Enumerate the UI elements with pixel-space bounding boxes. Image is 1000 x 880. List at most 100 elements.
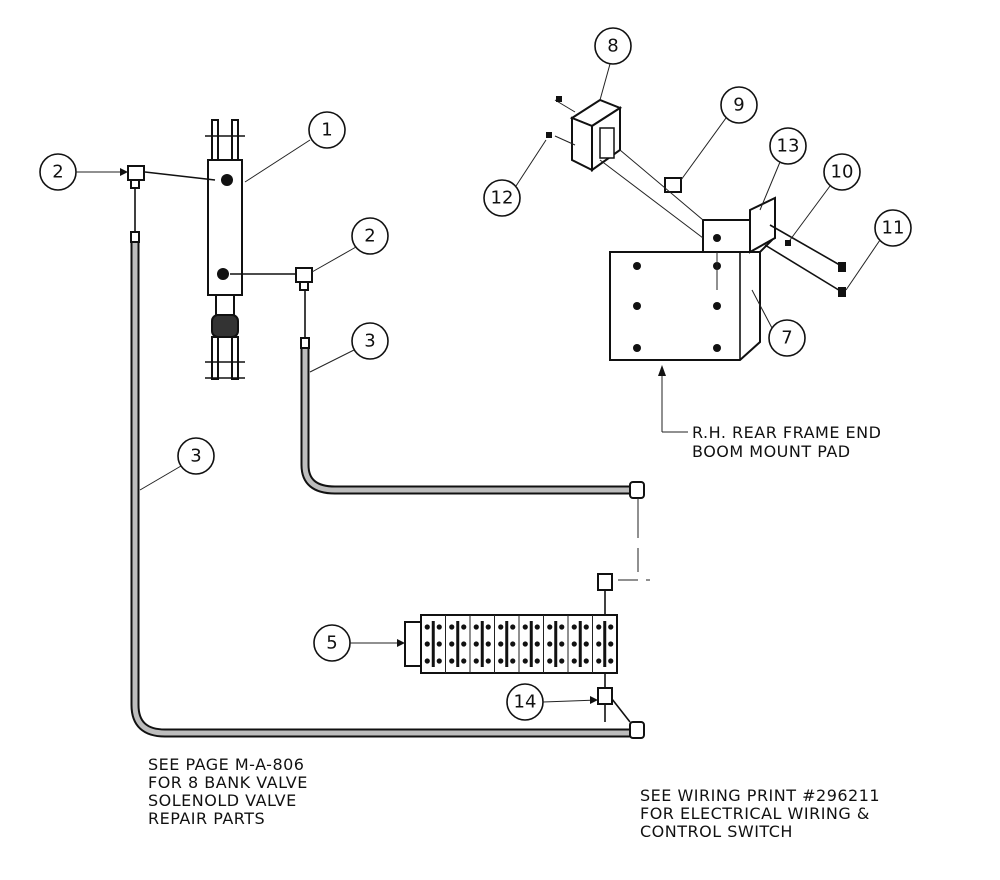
note-mount-pad: R.H. REAR FRAME END BOOM MOUNT PAD	[692, 423, 881, 461]
hose-right	[300, 340, 639, 495]
valve-port	[596, 658, 602, 664]
svg-text:SOLENOLD VALVE: SOLENOLD VALVE	[148, 791, 297, 810]
svg-text:2: 2	[364, 226, 375, 247]
valve-port	[449, 658, 455, 664]
valve-port	[473, 641, 479, 647]
svg-text:14: 14	[514, 692, 537, 713]
valve-port	[436, 658, 442, 664]
svg-text:11: 11	[882, 218, 905, 239]
valve-port	[522, 624, 528, 630]
svg-text:8: 8	[607, 36, 618, 57]
valve-port	[485, 624, 491, 630]
fitting-14	[597, 687, 613, 705]
valve-port	[522, 658, 528, 664]
valve-port	[485, 641, 491, 647]
balloon-8: 8	[594, 27, 632, 101]
valve-port	[583, 624, 589, 630]
valve-port	[559, 658, 565, 664]
balloon-12: 12	[483, 139, 547, 217]
valve-port	[498, 624, 504, 630]
fitting-2-right	[295, 267, 313, 291]
valve-port	[424, 658, 430, 664]
valve-port	[522, 641, 528, 647]
bolts	[764, 224, 846, 297]
svg-text:10: 10	[831, 162, 854, 183]
valve-port	[424, 624, 430, 630]
svg-text:7: 7	[781, 328, 792, 349]
hose-left	[130, 235, 635, 738]
valve-port	[461, 641, 467, 647]
valve-port	[571, 641, 577, 647]
valve-port	[436, 624, 442, 630]
valve-port	[449, 624, 455, 630]
valve-port	[473, 658, 479, 664]
mount-pad-plate	[609, 238, 761, 361]
valve-port	[498, 658, 504, 664]
svg-text:FOR ELECTRICAL WIRING &: FOR ELECTRICAL WIRING &	[640, 804, 870, 823]
balloon-5: 5	[313, 624, 405, 662]
valve-port	[534, 641, 540, 647]
hydraulic-cylinder	[205, 119, 245, 380]
valve-port	[571, 658, 577, 664]
svg-text:3: 3	[190, 446, 201, 467]
screws-12	[546, 96, 576, 146]
valve-port	[559, 641, 565, 647]
hose-end-fittings	[130, 231, 645, 739]
fitting-2-left	[127, 165, 145, 189]
svg-text:12: 12	[491, 188, 514, 209]
valve-port	[608, 658, 614, 664]
valve-port	[571, 624, 577, 630]
valve-port	[608, 624, 614, 630]
valve-port	[510, 641, 516, 647]
valve-port	[498, 641, 504, 647]
svg-text:R.H. REAR FRAME END: R.H. REAR FRAME END	[692, 423, 881, 442]
svg-text:SEE WIRING PRINT #296211: SEE WIRING PRINT #296211	[640, 786, 880, 805]
valve-port	[583, 641, 589, 647]
valve-port	[449, 641, 455, 647]
valve-port	[547, 624, 553, 630]
balloon-13: 13	[759, 127, 807, 211]
valve-port	[534, 658, 540, 664]
svg-text:1: 1	[321, 120, 332, 141]
valve-port	[485, 658, 491, 664]
valve-port	[547, 641, 553, 647]
valve-port	[596, 624, 602, 630]
note-wiring: SEE WIRING PRINT #296211 FOR ELECTRICAL …	[640, 786, 880, 841]
svg-text:2: 2	[52, 162, 63, 183]
valve-port	[534, 624, 540, 630]
switch-box-8	[569, 98, 623, 172]
balloon-14: 14	[506, 683, 599, 721]
svg-text:5: 5	[326, 633, 337, 654]
valve-port	[461, 658, 467, 664]
note-valve-repair: SEE PAGE M-A-806 FOR 8 BANK VALVE SOLENO…	[148, 755, 308, 828]
balloon-1: 1	[244, 111, 346, 183]
mount-pad-leader	[658, 365, 688, 433]
balloon-10: 10	[789, 153, 861, 241]
switch-9	[599, 149, 704, 239]
valve-port	[473, 624, 479, 630]
svg-text:REPAIR PARTS: REPAIR PARTS	[148, 809, 265, 828]
valve-port	[436, 641, 442, 647]
valve-port	[608, 641, 614, 647]
svg-text:BOOM MOUNT PAD: BOOM MOUNT PAD	[692, 442, 851, 461]
balloon-2-right: 2	[311, 217, 389, 273]
valve-port	[583, 658, 589, 664]
solenoid-valve-bank	[404, 614, 618, 674]
bracket-7	[702, 196, 776, 254]
svg-text:9: 9	[733, 95, 744, 116]
svg-text:FOR 8 BANK VALVE: FOR 8 BANK VALVE	[148, 773, 308, 792]
svg-text:3: 3	[364, 331, 375, 352]
valve-port	[547, 658, 553, 664]
valve-port	[559, 624, 565, 630]
svg-text:SEE PAGE M-A-806: SEE PAGE M-A-806	[148, 755, 304, 774]
valve-top-fitting	[597, 573, 613, 591]
svg-text:13: 13	[777, 136, 800, 157]
balloon-3-left: 3	[139, 437, 215, 491]
balloon-2-left: 2	[39, 153, 128, 191]
valve-port	[510, 658, 516, 664]
balloon-11: 11	[845, 209, 912, 291]
balloon-9: 9	[680, 86, 758, 181]
balloon-7: 7	[751, 289, 806, 357]
valve-port	[424, 641, 430, 647]
